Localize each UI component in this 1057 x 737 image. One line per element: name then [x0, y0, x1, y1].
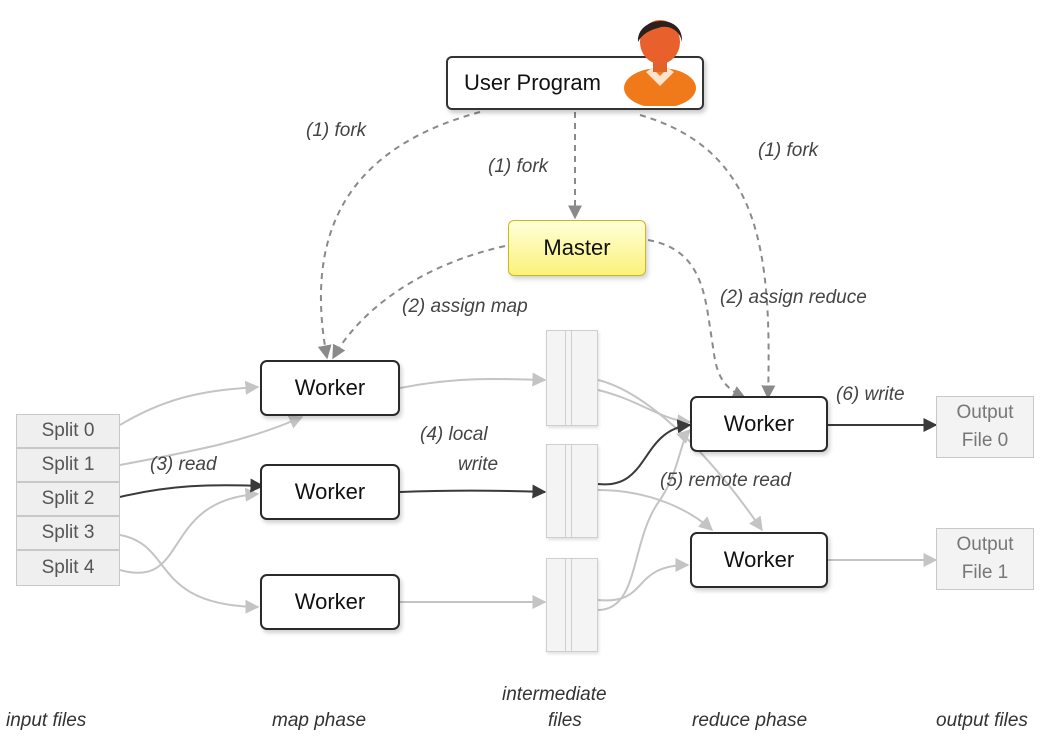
file1-to-reduce1: [597, 389, 692, 429]
split1-to-worker1: [119, 415, 304, 466]
user-program-label: User Program: [464, 70, 601, 95]
split3-to-worker3: [119, 534, 260, 614]
file-divider: [571, 331, 572, 425]
file-divider: [571, 559, 572, 651]
fork-arrow-right: [639, 114, 776, 400]
output-file-0: Output File 0: [936, 396, 1034, 458]
file3-to-reduce2: [597, 558, 690, 602]
output-file-1-line1: Output: [956, 534, 1014, 555]
read-label: (3) read: [150, 454, 217, 475]
intermediate-label-1: intermediate: [502, 684, 607, 705]
file-divider: [565, 331, 566, 425]
map-worker-1: Worker: [260, 360, 400, 416]
split-3: Split 3: [16, 516, 120, 550]
split4-to-worker2: [119, 487, 260, 574]
user-avatar-icon: [624, 20, 696, 106]
split-0-label: Split 0: [41, 420, 95, 441]
file-divider: [571, 445, 572, 537]
master-box: Master: [508, 220, 646, 276]
reduce-worker-1: Worker: [690, 396, 828, 452]
fork-center-label: (1) fork: [488, 156, 549, 177]
output-file-0-line1: Output: [956, 402, 1014, 423]
map-worker-3-label: Worker: [294, 589, 366, 614]
intermediate-label-2: files: [548, 710, 582, 731]
map-phase-label: map phase: [272, 710, 367, 731]
output-file-0-line2: File 0: [961, 430, 1009, 451]
split-4: Split 4: [16, 550, 120, 586]
local-write-label-2: write: [458, 454, 499, 475]
write-label: (6) write: [836, 384, 905, 405]
map-worker-2: Worker: [260, 464, 400, 520]
split-1-label: Split 1: [41, 454, 95, 475]
map-worker-3: Worker: [260, 574, 400, 630]
input-files-label: input files: [6, 710, 87, 731]
local-write-label-1: (4) local: [420, 424, 488, 445]
split2-to-worker2: [119, 478, 265, 498]
intermediate-file-2: [546, 444, 598, 538]
file-divider: [565, 559, 566, 651]
reduce-worker-2: Worker: [690, 532, 828, 588]
assign-reduce-arrow: [647, 239, 747, 399]
file-divider: [565, 445, 566, 537]
fork-right-label: (1) fork: [758, 140, 819, 161]
split0-to-worker1: [119, 380, 260, 426]
split-3-label: Split 3: [41, 522, 95, 543]
assign-reduce-label: (2) assign reduce: [720, 287, 867, 308]
split-4-label: Split 4: [41, 557, 95, 578]
split-2-label: Split 2: [41, 488, 95, 509]
split-2: Split 2: [16, 482, 120, 516]
assign-map-label: (2) assign map: [402, 296, 528, 317]
intermediate-file-1: [546, 330, 598, 426]
file2-to-reduce2: [597, 489, 714, 531]
map-worker-2-label: Worker: [294, 479, 366, 504]
intermediate-file-3: [546, 558, 598, 652]
master-label: Master: [543, 235, 611, 260]
file2-to-reduce1: [597, 419, 692, 486]
fork-arrow-left: [317, 111, 481, 360]
reduce-worker-1-label: Worker: [723, 411, 795, 436]
split-0: Split 0: [16, 414, 120, 448]
reduce-phase-label: reduce phase: [692, 710, 808, 731]
worker2-to-file2: [399, 484, 547, 499]
file1-to-reduce2: [597, 379, 763, 532]
output-files-label: output files: [936, 710, 1028, 731]
fork-left-label: (1) fork: [306, 120, 367, 141]
file3-to-reduce1: [597, 429, 691, 611]
reduce-worker-2-label: Worker: [723, 547, 795, 572]
remote-read-label: (5) remote read: [660, 470, 791, 491]
output-file-1-line2: File 1: [961, 562, 1009, 583]
map-worker-1-label: Worker: [294, 375, 366, 400]
output-file-1: Output File 1: [936, 528, 1034, 590]
split-1: Split 1: [16, 448, 120, 482]
assign-map-arrow: [332, 245, 506, 360]
worker1-to-file1: [399, 372, 547, 389]
